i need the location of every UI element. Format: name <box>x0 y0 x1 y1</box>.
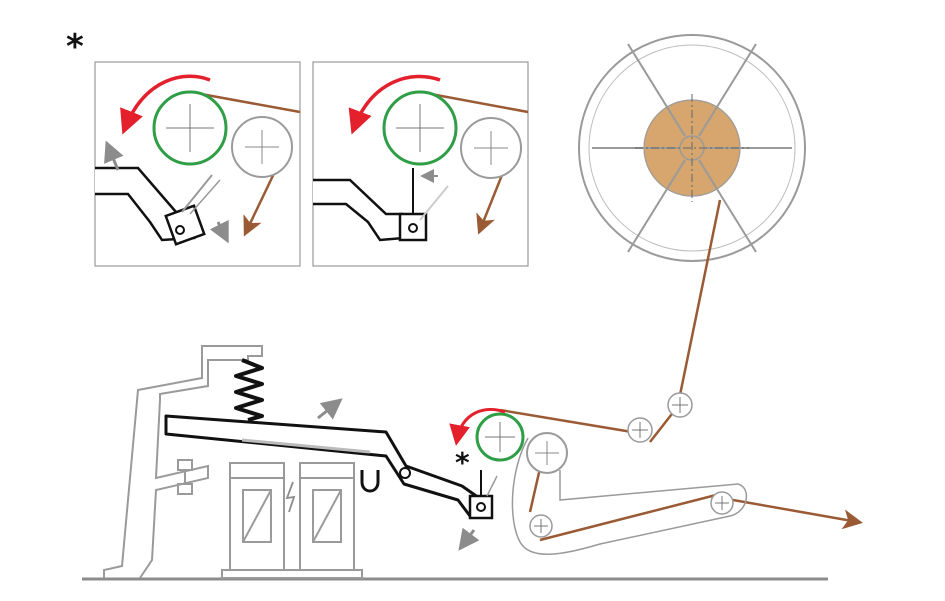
roller-gray <box>526 432 568 474</box>
spring <box>234 358 264 422</box>
magnet-icon <box>360 470 380 493</box>
reel <box>578 34 806 262</box>
belt-frame <box>511 437 748 555</box>
rotation-arrow <box>449 407 506 446</box>
roller-green <box>382 90 458 166</box>
rotation-arrow <box>120 74 211 135</box>
roller-gray <box>460 117 522 179</box>
machine-frame <box>103 345 263 579</box>
coil-block <box>221 462 363 579</box>
detail-marker: * <box>66 27 84 67</box>
rotation-arrow <box>348 74 441 135</box>
detail-panel-2 <box>312 61 529 267</box>
roller-green <box>152 90 228 166</box>
detail-panel-1 <box>94 61 301 267</box>
pivot <box>399 467 411 479</box>
tape-path <box>499 199 863 542</box>
motion-arrow <box>317 398 343 420</box>
drum-marker: * <box>455 446 470 479</box>
motion-arrow <box>458 527 480 551</box>
sensor-head <box>468 470 498 520</box>
roller-gray <box>231 116 293 178</box>
lightning-icon <box>285 481 296 513</box>
roller-green <box>475 412 525 462</box>
motion-arrow <box>104 140 124 171</box>
